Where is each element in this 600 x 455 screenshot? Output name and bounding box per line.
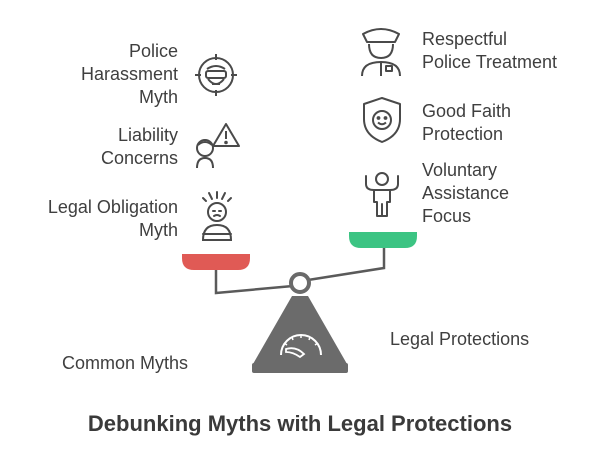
left-pan: [182, 254, 250, 270]
label-line: Assistance: [422, 183, 510, 203]
police-officer-icon: [361, 28, 401, 77]
myth-legal-obligation-label: Legal Obligation Myth: [48, 196, 178, 242]
myth-police-harassment-label: Police Harassment Myth: [81, 40, 178, 109]
myth-liability-label: Liability Concerns: [101, 124, 178, 170]
label-line: Myth: [138, 87, 178, 107]
label-line: Police: [128, 41, 178, 61]
scale-left-arm: [214, 263, 294, 295]
scale-base: [252, 363, 348, 373]
label-line: Harassment: [80, 64, 178, 84]
gauge-icon: [280, 334, 322, 359]
right-pan: [349, 232, 417, 248]
label-line: Voluntary: [422, 160, 498, 180]
shield-face-icon: [363, 97, 401, 143]
protection-police-treatment-label: Respectful Police Treatment: [422, 28, 557, 74]
common-myths-label: Common Myths: [62, 353, 189, 373]
police-harassment-icon: [195, 54, 237, 96]
liability-warning-icon: [196, 123, 240, 169]
raised-arms-person-icon: [365, 172, 399, 217]
legal-protections-label: Legal Protections: [390, 329, 530, 349]
scale-stand: [253, 296, 347, 364]
scale-right-arm: [307, 244, 386, 282]
protection-voluntary-assistance-label: Voluntary Assistance Focus: [422, 159, 509, 228]
label-line: Respectful: [422, 29, 508, 49]
label-line: Protection: [422, 124, 504, 144]
diagram-title: Debunking Myths with Legal Protections: [87, 411, 513, 436]
label-line: Legal Obligation: [47, 197, 178, 217]
label-line: Good Faith: [422, 101, 512, 121]
protection-good-faith-label: Good Faith Protection: [422, 100, 511, 146]
label-line: Concerns: [100, 148, 178, 168]
scale-pivot: [289, 272, 311, 294]
stressed-person-icon: [201, 191, 233, 241]
label-line: Police Treatment: [422, 52, 558, 72]
label-line: Focus: [422, 206, 472, 226]
label-line: Myth: [138, 220, 178, 240]
label-line: Liability: [117, 125, 178, 145]
